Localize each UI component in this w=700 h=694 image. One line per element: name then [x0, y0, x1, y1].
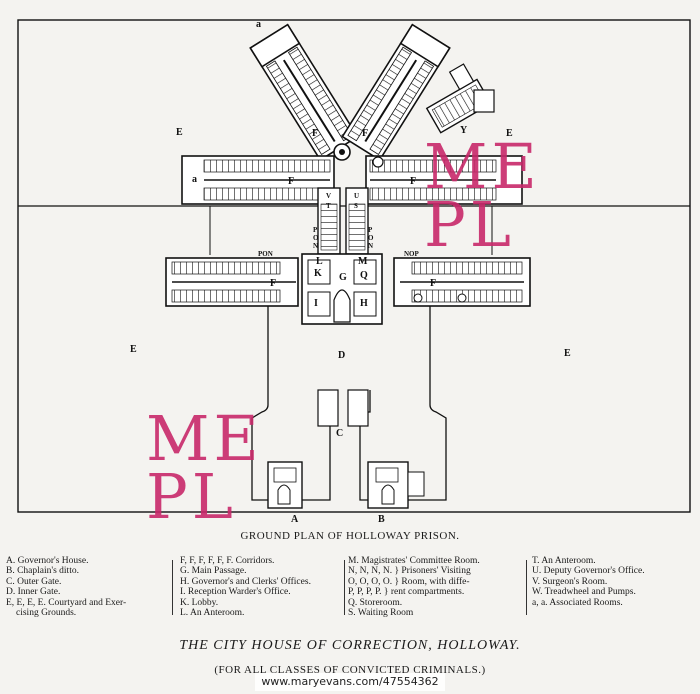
plan-title: GROUND PLAN OF HOLLOWAY PRISON. [240, 530, 460, 542]
label-f-middle-left: F [270, 278, 276, 289]
legend-item: E, E, E, E. Courtyard and Exer- [6, 597, 127, 608]
label-s: S [354, 202, 358, 210]
label-h: H [360, 298, 368, 309]
legend-item: H. Governor's and Clerks' Offices. [180, 576, 311, 587]
label-i: I [314, 298, 318, 309]
legend-separator [172, 560, 173, 615]
label-u: U [354, 192, 359, 200]
label-o-left: O [313, 234, 319, 242]
legend-item: M. Magistrates' Committee Room. [348, 556, 480, 566]
legend-item: U. Deputy Governor's Office. [532, 566, 645, 577]
label-f-wing-right: F [362, 128, 368, 139]
legend-item: L. An Anteroom. [180, 608, 245, 619]
radial-wing-left [249, 23, 359, 162]
watermark-line-1: ME [424, 130, 541, 203]
main-title: THE CITY HOUSE OF CORRECTION, HOLLOWAY. [179, 638, 521, 653]
label-q: Q [360, 270, 368, 281]
outer-gate-left [317, 389, 339, 427]
label-y: Y [460, 125, 468, 136]
label-d: D [338, 350, 345, 361]
legend-column-1: A. Governor's House. B. Chaplain's ditto… [6, 556, 126, 618]
legend-item: cising Grounds. [16, 608, 77, 619]
watermark-line-2: PL [424, 188, 515, 261]
label-n-right: N [368, 242, 373, 250]
legend-item: V. Surgeon's Room. [532, 576, 608, 587]
legend-item: a, a. Associated Rooms. [532, 597, 623, 608]
legend-item: B. Chaplain's ditto. [6, 566, 79, 577]
label-p-right: P [368, 226, 373, 234]
label-a-top: a [256, 19, 261, 30]
label-f-upper-right: F [410, 176, 416, 187]
source-footer: www.maryevans.com/47554362 [255, 673, 445, 691]
label-f-wing-left: F [312, 128, 318, 139]
label-a-left: a [192, 174, 197, 185]
label-pon: PON [258, 250, 273, 258]
legend-item: A. Governor's House. [6, 556, 89, 566]
watermark-bottom: ME PL [146, 402, 263, 533]
legend-item: C. Outer Gate. [6, 576, 62, 587]
label-p-left: P [313, 226, 318, 234]
legend-item: K. Lobby. [180, 597, 219, 608]
label-e-nw: E [176, 127, 183, 138]
treadwheel-annex [473, 89, 495, 113]
legend-item: O, O, O, O. } Room, with diffe- [348, 576, 470, 587]
legend-item: W. Treadwheel and Pumps. [532, 587, 636, 598]
legend-item: I. Reception Warder's Office. [180, 587, 291, 598]
legend-item: S. Waiting Room [348, 608, 414, 619]
label-g: G [339, 272, 347, 283]
legend-item: F, F, F, F, F, F. Corridors. [180, 556, 275, 566]
legend-column-3: M. Magistrates' Committee Room. N, N, N,… [348, 556, 480, 618]
label-a-house: A [291, 514, 299, 525]
outer-gate-right [347, 389, 369, 427]
radial-wing-right [341, 23, 451, 162]
legend-item: G. Main Passage. [180, 566, 247, 577]
watermark-top: ME PL [424, 130, 541, 261]
legend-item: T. An Anteroom. [532, 556, 596, 566]
label-k: K [314, 268, 322, 279]
legend-separator [344, 560, 345, 615]
label-o-right: O [368, 234, 374, 242]
label-f-upper-left: F [288, 176, 294, 187]
label-l: L [316, 256, 323, 267]
legend-item: P, P, P, P. } rent compartments. [348, 587, 465, 598]
boundary-wall [17, 19, 691, 513]
label-e-se: E [564, 348, 571, 359]
label-m: M [358, 256, 368, 267]
label-c: C [336, 428, 343, 439]
legend-column-2: F, F, F, F, F, F. Corridors. G. Main Pas… [180, 556, 311, 618]
label-f-middle-right: F [430, 278, 436, 289]
label-e-sw: E [130, 344, 137, 355]
watermark-line-1: ME [146, 402, 263, 475]
forecourt-wall [251, 306, 331, 501]
label-v: V [326, 192, 331, 200]
label-b-house: B [378, 514, 385, 525]
legend-item: D. Inner Gate. [6, 587, 61, 598]
label-e-ne: E [506, 128, 513, 139]
legend-item: Q. Storeroom. [348, 597, 403, 608]
label-nop: NOP [404, 250, 420, 258]
label-t: T [326, 202, 331, 210]
watermark-line-2: PL [146, 460, 237, 533]
legend-column-4: T. An Anteroom. U. Deputy Governor's Off… [532, 556, 645, 608]
label-n-left: N [313, 242, 318, 250]
legend-item: N, N, N, N. } Prisoners' Visiting [348, 566, 471, 577]
legend-separator [526, 560, 527, 615]
